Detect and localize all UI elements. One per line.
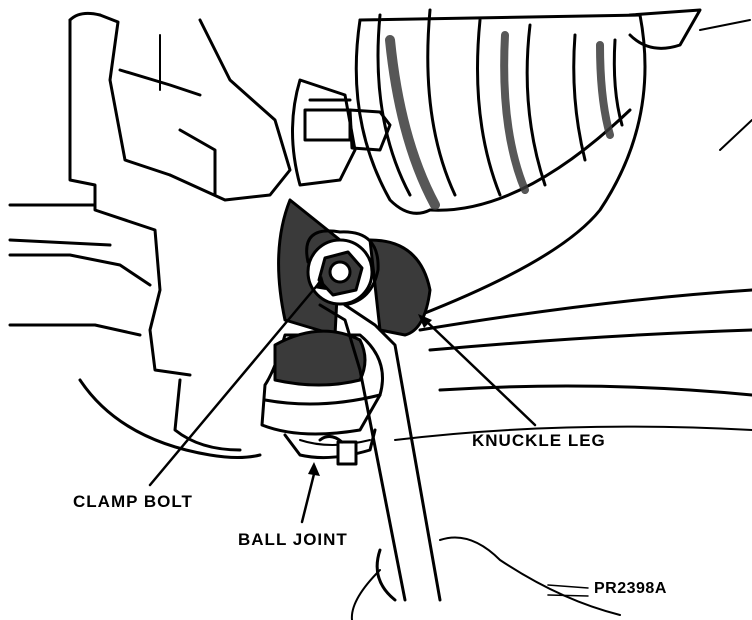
clamp-bolt-leader bbox=[148, 280, 322, 487]
control-arm bbox=[394, 13, 752, 441]
ball-joint-body bbox=[260, 329, 384, 466]
leader-lines bbox=[148, 276, 589, 597]
cv-boot bbox=[354, 8, 751, 215]
wrench bbox=[305, 229, 621, 620]
knuckle-leg-label: KNUCKLE LEG bbox=[472, 431, 606, 450]
upper-stud-nut bbox=[291, 78, 392, 187]
figure-code-label: PR2398A bbox=[594, 580, 667, 597]
knuckle-housing bbox=[8, 11, 292, 459]
ball-joint-leader bbox=[300, 468, 317, 524]
ball-joint-label: BALL JOINT bbox=[238, 530, 348, 549]
clamp-bolt-head bbox=[306, 238, 374, 306]
clamp-bolt-label: CLAMP BOLT bbox=[73, 492, 193, 511]
knuckle-leg-leader bbox=[423, 318, 537, 427]
